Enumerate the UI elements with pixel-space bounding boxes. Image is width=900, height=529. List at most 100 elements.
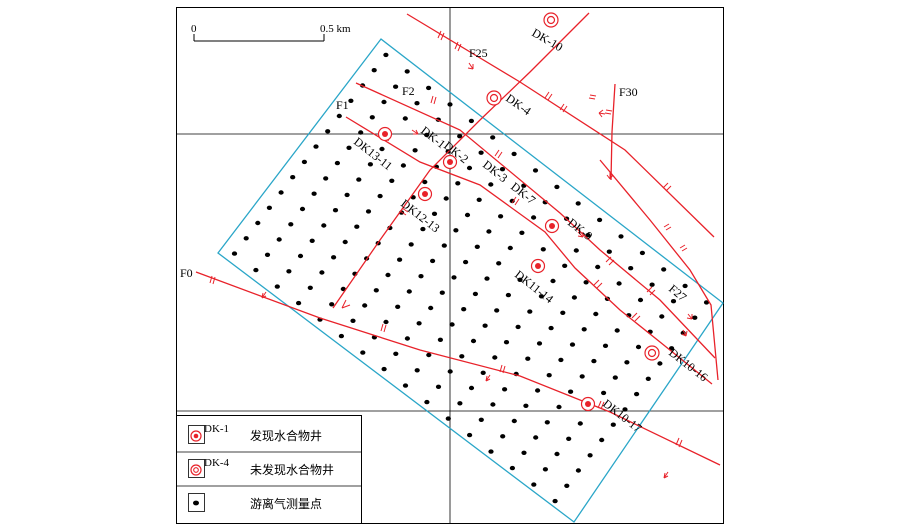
gas-measurement-point bbox=[373, 288, 379, 293]
scale-zero-label: 0 bbox=[191, 23, 197, 35]
legend-found-well-text: 发现水合物井 bbox=[250, 428, 322, 443]
fault-f1 bbox=[345, 116, 713, 385]
gas-measurement-point bbox=[431, 211, 438, 216]
gas-measurement-point bbox=[482, 323, 488, 328]
gas-measurement-point bbox=[342, 239, 348, 245]
gas-measurement-point bbox=[499, 167, 506, 172]
gas-measurement-point bbox=[599, 437, 605, 443]
gas-measurement-point bbox=[502, 387, 508, 392]
gas-measurement-point bbox=[552, 498, 558, 504]
well-dk1-marker bbox=[442, 154, 458, 170]
survey-area-boundary bbox=[217, 38, 724, 523]
gas-measurement-point bbox=[583, 280, 589, 285]
fault-f27 bbox=[599, 159, 719, 381]
gas-measurement-point bbox=[645, 376, 651, 381]
gas-measurement-point bbox=[542, 467, 549, 472]
well-dk10-17-marker bbox=[580, 396, 596, 412]
gas-measurement-point bbox=[488, 449, 494, 454]
gas-measurement-point bbox=[472, 291, 478, 297]
gas-measurement-point bbox=[264, 252, 271, 257]
fault-label-f30: F30 bbox=[619, 85, 638, 99]
gas-measurement-point bbox=[554, 451, 560, 457]
gas-measurement-point bbox=[490, 135, 496, 140]
gas-measurement-point bbox=[581, 327, 587, 332]
wells-not-found bbox=[486, 12, 660, 361]
gas-measurement-point bbox=[531, 482, 537, 487]
legend-notfound-well-symbol-label: DK-4 bbox=[204, 457, 230, 469]
legend-notfound-well-icon bbox=[188, 459, 205, 478]
gas-measurement-point bbox=[463, 259, 469, 265]
gas-measurement-point bbox=[422, 179, 428, 185]
gas-measurement-point bbox=[500, 434, 506, 439]
gas-measurement-point bbox=[579, 374, 585, 379]
well-label-dk10: DK-10 bbox=[530, 25, 566, 54]
gas-measurement-point bbox=[634, 391, 640, 397]
fault-f2 bbox=[355, 82, 716, 359]
gas-measurement-point bbox=[661, 267, 667, 272]
gas-measurement-point bbox=[593, 311, 599, 317]
gas-measurement-point bbox=[348, 98, 354, 104]
gas-measurement-point bbox=[624, 360, 630, 365]
gas-measurement-point bbox=[334, 160, 340, 166]
gas-measurement-point bbox=[612, 375, 618, 380]
gas-measurement-point bbox=[336, 113, 342, 119]
gas-measurement-point bbox=[480, 370, 486, 375]
gas-measurement-point bbox=[474, 244, 480, 249]
gas-measurement-point bbox=[523, 403, 529, 408]
gas-measurement-point bbox=[402, 383, 409, 388]
gas-measurement-point bbox=[414, 101, 420, 106]
gas-measurement-point bbox=[404, 336, 410, 341]
gas-measurement-point bbox=[575, 468, 582, 473]
gas-measurement-point bbox=[414, 368, 420, 373]
legend: DK-1 发现水合物井 DK-4 未发现水合物井 游离气测量点 bbox=[176, 415, 362, 524]
gas-measurement-point bbox=[367, 162, 373, 167]
gas-measurement-point bbox=[331, 255, 337, 260]
gas-measurement-point bbox=[670, 299, 677, 304]
gas-measurement-point bbox=[428, 305, 434, 311]
gas-measurement-point bbox=[437, 337, 443, 342]
well-dk9-marker bbox=[544, 218, 560, 234]
gas-measurement-point bbox=[577, 421, 583, 426]
gas-measurement-point bbox=[692, 315, 698, 320]
well-label-dk10-17: DK10-17 bbox=[600, 396, 644, 435]
gas-measurement-point bbox=[536, 341, 543, 346]
gas-measurement-point bbox=[585, 233, 591, 238]
gas-measurement-point bbox=[397, 257, 403, 262]
gas-measurement-point bbox=[503, 340, 510, 345]
gas-measurement-point bbox=[517, 277, 523, 282]
gas-measurement-point bbox=[424, 399, 430, 405]
gas-measurement-point bbox=[488, 182, 494, 187]
gas-measurement-point bbox=[546, 373, 552, 378]
gas-measurement-point bbox=[274, 284, 280, 289]
gas-measurement-point bbox=[467, 432, 473, 438]
gas-measurement-point bbox=[365, 209, 372, 214]
gas-measurement-point bbox=[354, 224, 360, 229]
gas-measurement-point bbox=[371, 68, 377, 73]
gas-measurement-point bbox=[532, 168, 539, 173]
gas-measurement-point bbox=[509, 465, 515, 471]
well-label-dk9: DK-9 bbox=[565, 215, 595, 243]
gas-measurement-point bbox=[548, 325, 554, 331]
gas-measurement-point bbox=[511, 151, 517, 157]
well-label-dk4: DK-4 bbox=[503, 91, 533, 118]
gas-measurement-point bbox=[478, 417, 484, 422]
gas-measurement-point bbox=[562, 263, 568, 268]
gas-measurement-points bbox=[231, 52, 710, 504]
gas-measurement-point bbox=[356, 177, 362, 182]
gas-measurement-point bbox=[332, 208, 339, 213]
gas-measurement-point bbox=[307, 285, 313, 290]
gas-measurement-point bbox=[606, 249, 612, 254]
gas-measurement-point bbox=[393, 84, 399, 89]
legend-measurement-point-icon bbox=[188, 493, 205, 512]
gas-measurement-point bbox=[496, 261, 502, 266]
gas-measurement-point bbox=[618, 234, 624, 239]
gas-measurement-point bbox=[461, 307, 467, 312]
gas-measurement-point bbox=[560, 310, 566, 315]
scale-length-label: 0.5 km bbox=[320, 23, 351, 35]
gas-measurement-point bbox=[610, 422, 616, 427]
fault-f0 bbox=[195, 271, 721, 466]
legend-found-well-icon bbox=[188, 425, 205, 444]
gas-measurement-point bbox=[344, 192, 350, 198]
fault-lines bbox=[195, 12, 721, 466]
